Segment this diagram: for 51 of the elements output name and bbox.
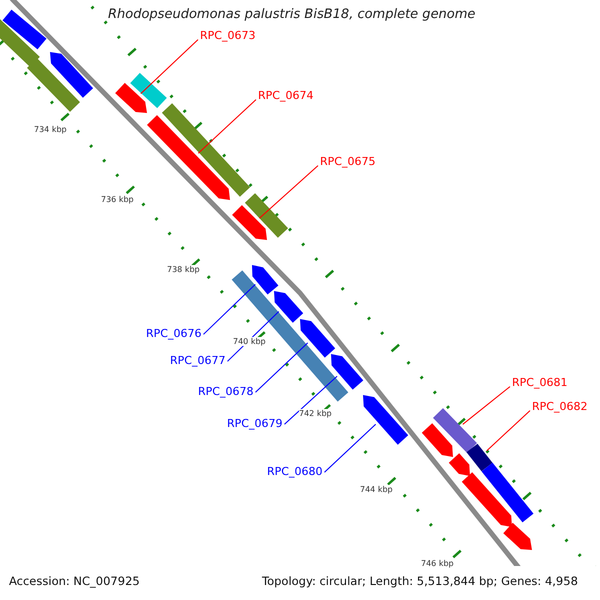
- leader-line: [486, 410, 530, 452]
- scale-label: 744 kbp: [360, 485, 393, 494]
- leader-line: [227, 311, 280, 362]
- gene-feature: [274, 291, 304, 323]
- gene-feature: [0, 18, 40, 68]
- scale-label: 740 kbp: [233, 337, 266, 346]
- gene-label: RPC_0680: [267, 466, 322, 479]
- leader-line: [462, 386, 510, 425]
- gene-feature: [466, 444, 492, 472]
- gene-feature: [232, 205, 267, 240]
- gene-feature: [482, 462, 534, 522]
- gene-feature: [433, 408, 477, 453]
- scale-label: 736 kbp: [101, 195, 134, 204]
- gene-feature: [363, 395, 408, 445]
- gene-label: RPC_0682: [532, 401, 588, 414]
- gene-label: RPC_0681: [512, 377, 568, 390]
- gene-feature: [331, 354, 364, 390]
- leader-line: [140, 39, 198, 94]
- gene-feature: [448, 453, 470, 476]
- leader-line: [258, 165, 318, 219]
- gene-feature: [2, 10, 46, 50]
- genome-info-text: Topology: circular; Length: 5,513,844 bp; Genes: 4,958: [262, 575, 578, 588]
- scale-label: 738 kbp: [167, 265, 200, 274]
- scale-label: 742 kbp: [299, 409, 332, 418]
- gene-feature: [162, 103, 250, 197]
- leader-line: [284, 376, 338, 425]
- gene-feature: [300, 319, 336, 358]
- accession-text: Accession: NC_007925: [9, 575, 140, 588]
- leader-line: [203, 284, 256, 335]
- gene-label: RPC_0676: [146, 328, 202, 341]
- scale-label: 734 kbp: [34, 125, 67, 134]
- title: Rhodopseudomonas palustris BisB18, complete genome: [108, 8, 476, 23]
- gene-feature: [50, 52, 94, 98]
- gene-feature: [252, 265, 278, 294]
- gene-feature: [422, 423, 453, 457]
- leader-line: [324, 424, 376, 473]
- scale-label: 746 kbp: [421, 559, 454, 568]
- leader-line: [255, 342, 308, 393]
- gene-feature: [27, 58, 80, 112]
- gene-feature: [147, 115, 230, 200]
- gene-label: RPC_0678: [198, 386, 254, 399]
- gene-label: RPC_0677: [170, 355, 226, 368]
- leader-line: [198, 99, 256, 154]
- gene-label: RPC_0675: [320, 156, 376, 169]
- gene-feature: [244, 193, 288, 238]
- gene-feature: [115, 82, 147, 113]
- gene-feature: [462, 472, 512, 527]
- gene-label: RPC_0679: [227, 418, 282, 431]
- gene-label: RPC_0674: [258, 90, 314, 103]
- gene-feature: [130, 72, 167, 108]
- gene-label: RPC_0673: [200, 30, 256, 43]
